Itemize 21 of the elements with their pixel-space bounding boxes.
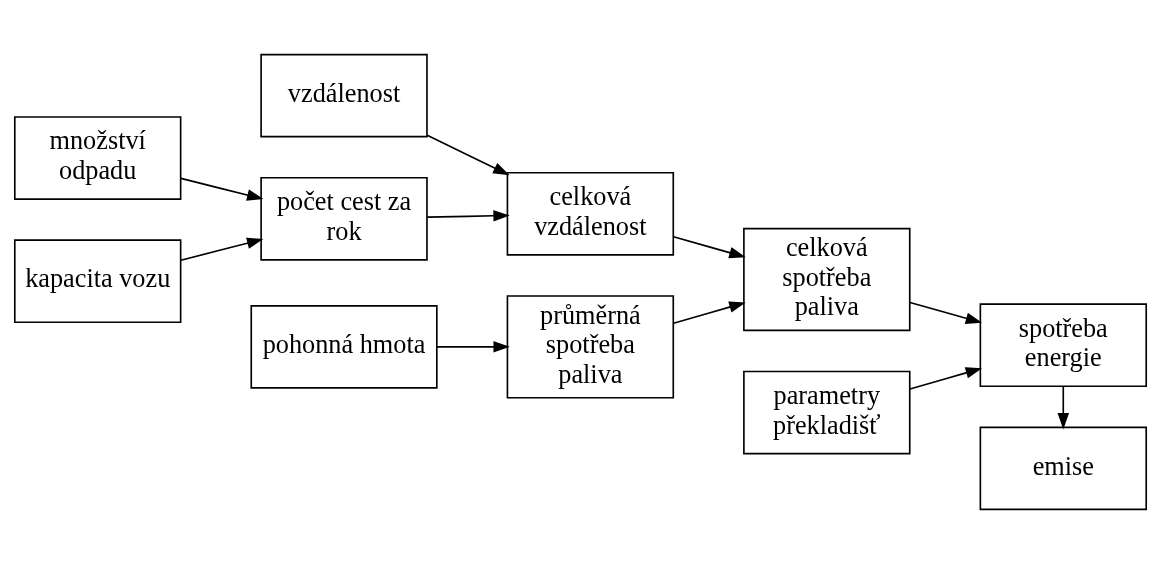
node-box: počet cest za rok <box>260 176 428 261</box>
node-box: pohonná hmota <box>250 304 438 389</box>
arrow <box>672 301 746 324</box>
node-box: vzdálenost <box>260 53 428 137</box>
arrow <box>909 366 983 390</box>
arrow <box>180 237 264 261</box>
node-box: emise <box>979 426 1148 510</box>
arrow <box>909 301 983 324</box>
node-box: kapacita vozu <box>13 238 182 323</box>
node-box: průměrná spotřeba paliva <box>506 294 675 399</box>
arrow <box>426 209 510 222</box>
arrow <box>426 134 510 175</box>
arrow <box>180 177 264 201</box>
node-box: celková spotřeba paliva <box>743 227 911 331</box>
arrow <box>436 340 510 353</box>
node-box: celková vzdálenost <box>506 171 675 256</box>
node-box: množství odpadu <box>13 115 182 200</box>
node-box: spotřeba energie <box>979 302 1148 387</box>
node-box: parametry překladišť <box>743 370 911 454</box>
arrow <box>1057 385 1070 429</box>
arrow <box>672 235 746 258</box>
